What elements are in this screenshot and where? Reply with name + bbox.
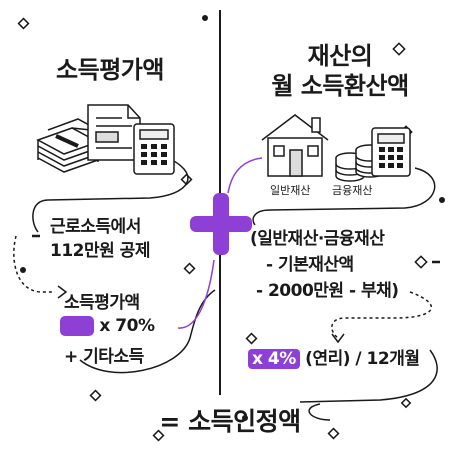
rate-line: x 4% (연리) / 12개월: [248, 344, 420, 369]
asset-formula-line-2: - 기본재산액: [266, 255, 354, 275]
right-title-line-2: 월 소득환산액: [271, 72, 409, 100]
right-dotted-curve: [331, 291, 433, 339]
calculator-icon: [133, 123, 175, 175]
multiplier-text: x 70%: [99, 316, 155, 336]
rate-rest: (연리) / 12개월: [305, 349, 420, 369]
right-curve-bottom: [299, 349, 438, 403]
bottom-swoosh: [308, 403, 331, 421]
asset-formula-line-3: - 2000만원 - 부채): [256, 281, 399, 301]
coins-icon: [335, 144, 385, 182]
left-dotted-curve: [13, 235, 55, 293]
left-curve-bottom: [79, 289, 216, 374]
calculator-icon-right: [371, 127, 411, 177]
asset-formula-line-1: (일반재산·금융재산: [250, 229, 385, 249]
decorative-dots: [20, 15, 445, 421]
right-curve-top: [252, 167, 436, 226]
purple-connector-right: [227, 157, 263, 194]
left-arrow-head: [57, 285, 68, 299]
rate-highlight: x 4%: [248, 349, 300, 369]
deduction-line-1: 근로소득에서: [50, 217, 141, 237]
deduction-line-2: 112만원 공제: [50, 241, 150, 261]
coins-label: 금융재산: [332, 184, 373, 197]
plus-sign: [190, 193, 252, 255]
right-title-line-1: 재산의: [307, 42, 373, 70]
house-icon: [261, 114, 329, 177]
formula-line-3: + 기타소득: [64, 347, 144, 367]
document-icon: [87, 104, 141, 161]
left-title: 소득평가액: [56, 56, 164, 84]
purple-connector-left: [177, 259, 215, 329]
result-title: = 소득인정액: [159, 407, 301, 436]
money-stack-icon: [36, 118, 101, 173]
left-curve-top: [32, 159, 189, 233]
placeholder-pill: [60, 316, 94, 336]
house-label: 일반재산: [270, 184, 311, 197]
formula-line-1: 소득평가액: [64, 293, 140, 313]
right-arrow-head: [331, 333, 345, 344]
formula-line-2: x 70%: [60, 316, 155, 336]
